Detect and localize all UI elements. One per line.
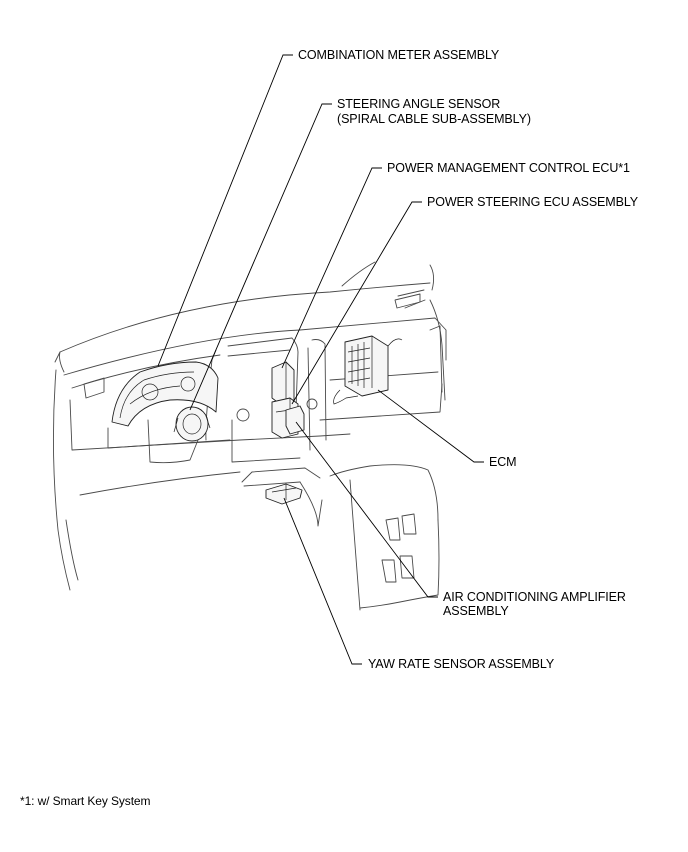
air-conditioning-amplifier-part	[285, 405, 305, 435]
leader-combination-meter	[157, 54, 293, 367]
label-air-conditioning-amplifier: AIR CONDITIONING AMPLIFIER	[443, 590, 626, 604]
combination-meter-part	[111, 361, 219, 427]
leader-power-management	[281, 167, 382, 369]
leader-yaw-rate	[283, 497, 362, 665]
label-ecm: ECM	[489, 455, 517, 469]
footnote: *1: w/ Smart Key System	[20, 794, 151, 808]
label-air-conditioning-amplifier-sub: ASSEMBLY	[443, 604, 509, 618]
leader-air-conditioning	[295, 421, 438, 598]
label-combination-meter: COMBINATION METER ASSEMBLY	[298, 48, 500, 62]
label-yaw-rate-sensor: YAW RATE SENSOR ASSEMBLY	[368, 657, 555, 671]
power-management-ecu-part	[271, 361, 295, 405]
leader-steering-angle	[189, 103, 332, 411]
label-steering-angle-sensor-sub: (SPIRAL CABLE SUB-ASSEMBLY)	[337, 112, 531, 126]
leader-lines	[157, 54, 484, 665]
dashboard-outline	[52, 261, 447, 611]
label-power-management-ecu: POWER MANAGEMENT CONTROL ECU*1	[387, 161, 630, 175]
leader-power-steering	[291, 201, 422, 405]
ecm-part	[333, 335, 403, 405]
leader-ecm	[377, 389, 484, 463]
steering-angle-sensor-part	[173, 406, 211, 442]
label-steering-angle-sensor: STEERING ANGLE SENSOR	[337, 97, 501, 111]
yaw-rate-sensor-part	[265, 483, 303, 505]
label-power-steering-ecu: POWER STEERING ECU ASSEMBLY	[427, 195, 639, 209]
